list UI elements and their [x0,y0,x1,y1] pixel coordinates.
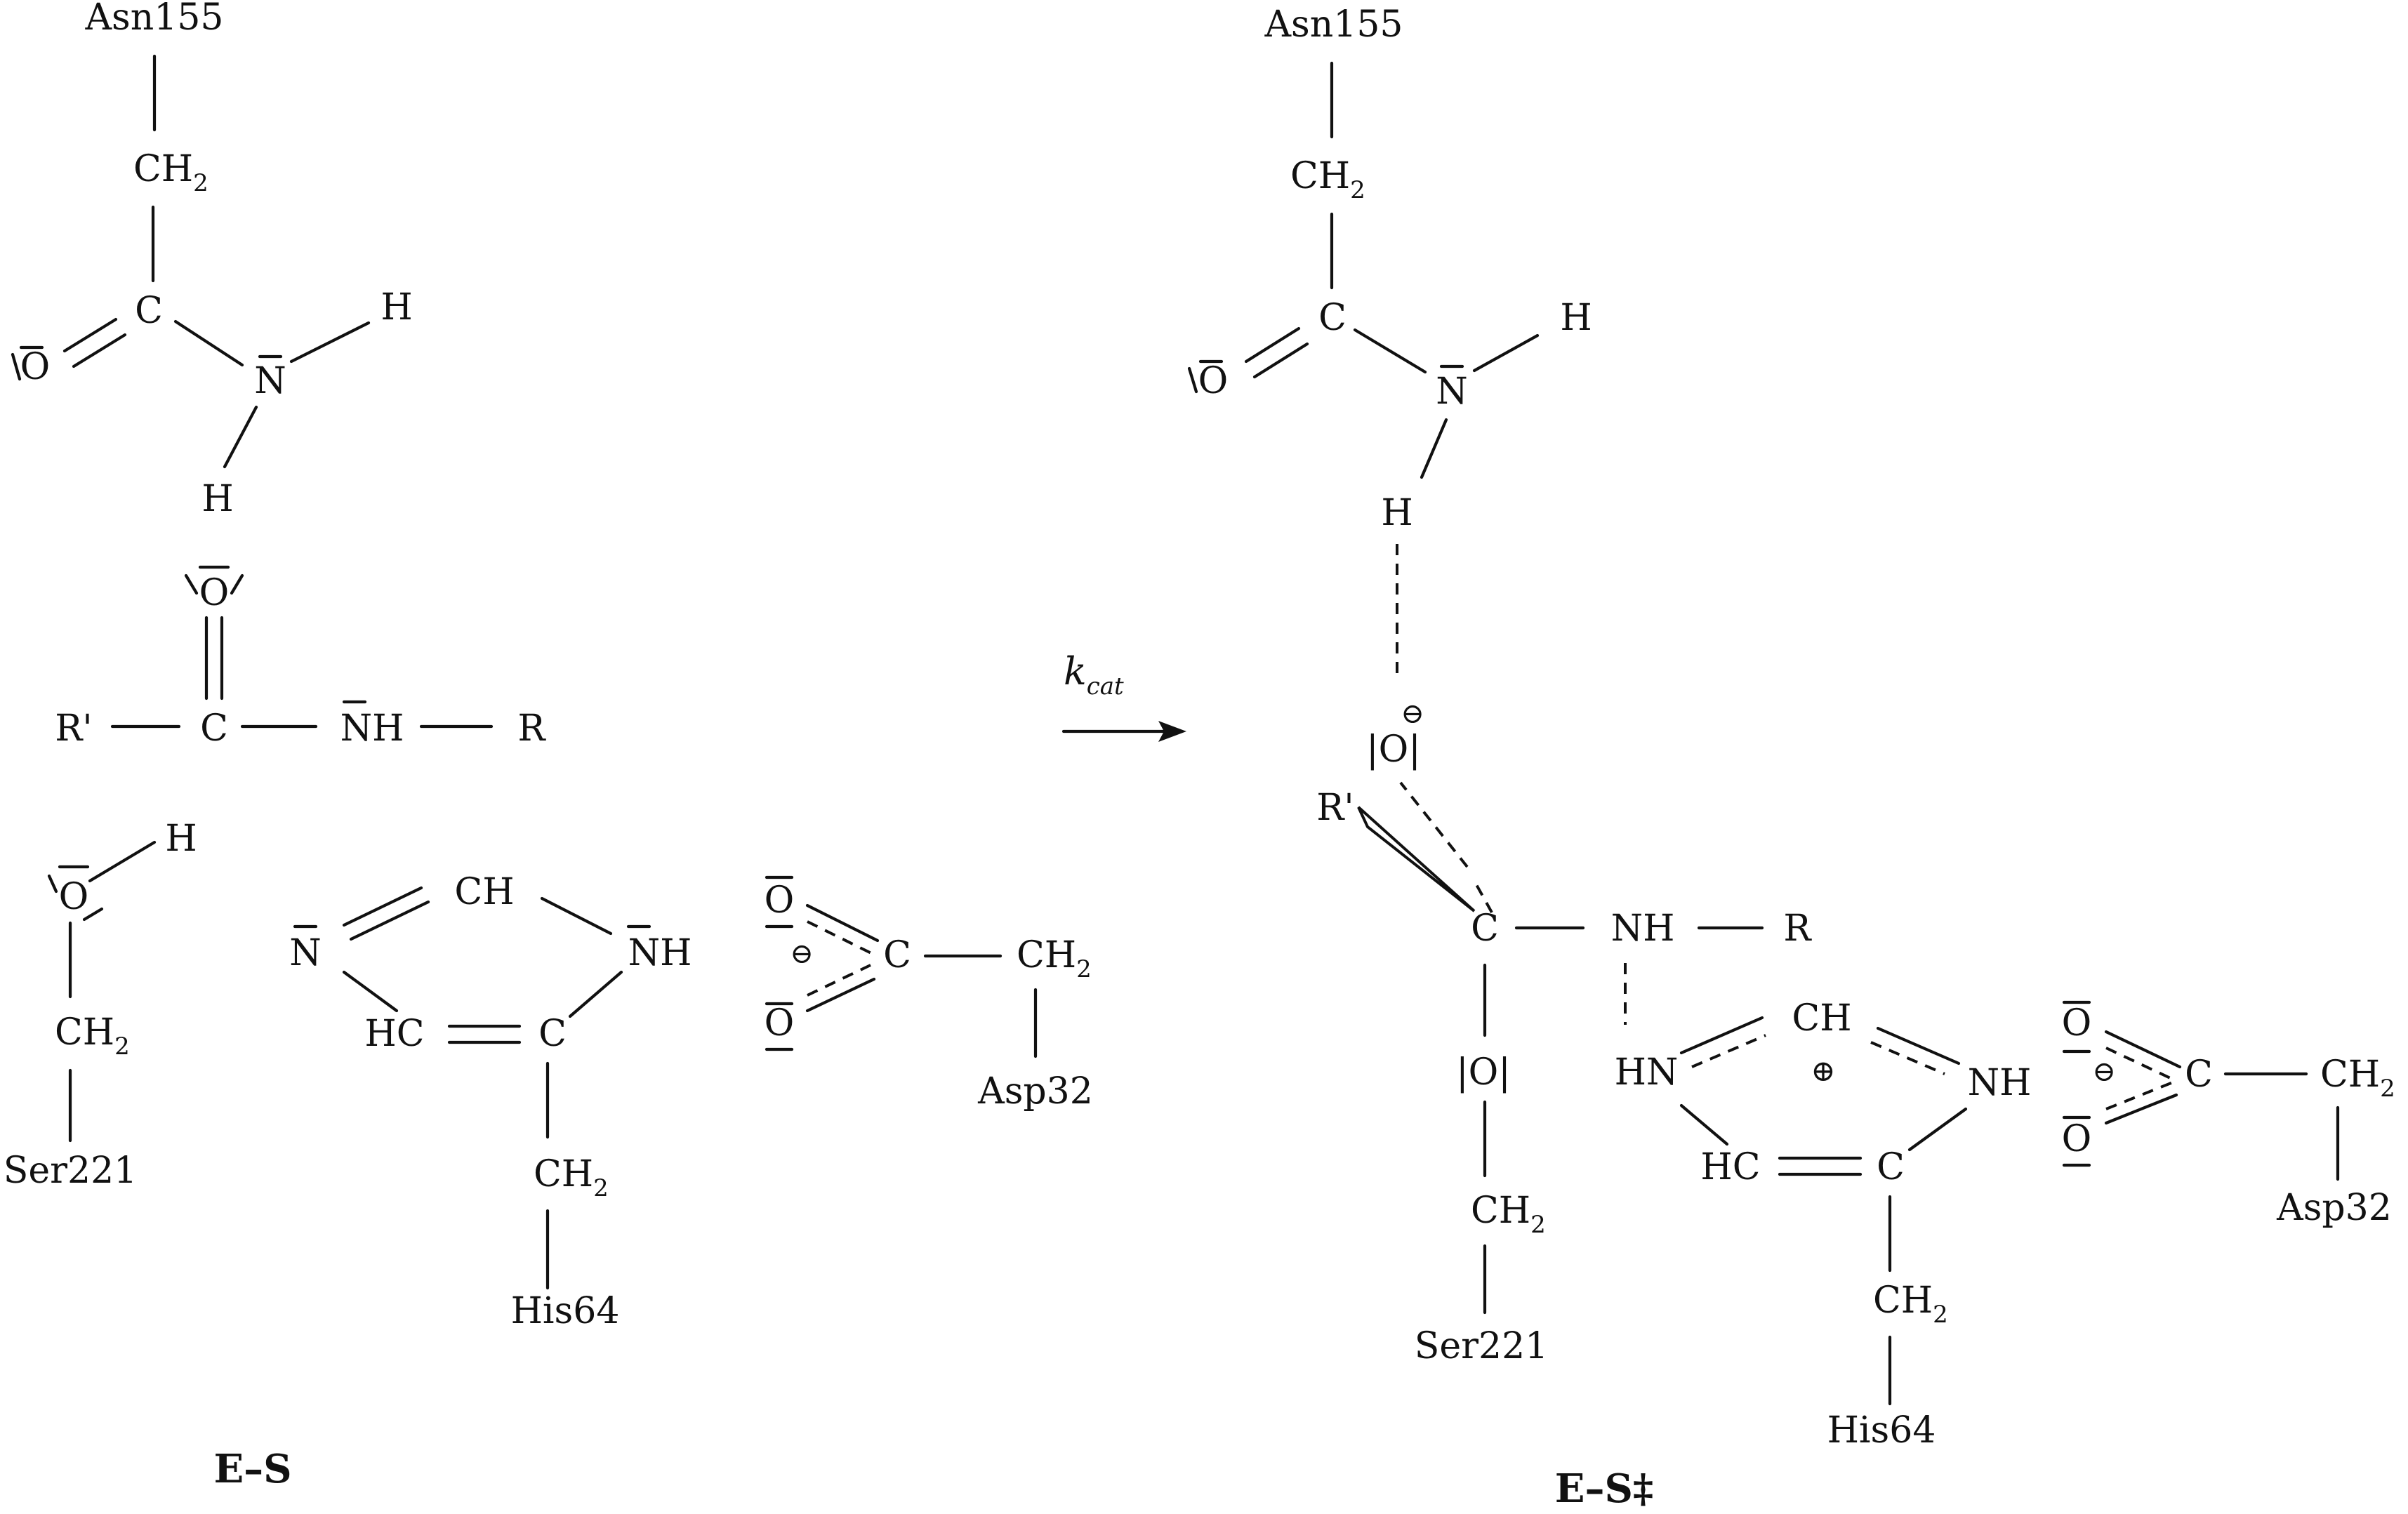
ts-ser-ch2: CH2 [1471,1190,1546,1239]
asn155-label: Asn155 [85,0,224,39]
ts-ser-oxygen: |O| [1456,1051,1511,1094]
ts-asp-minus: ⊖ [2092,1056,2116,1088]
his-c: C [538,1013,567,1055]
asp-minus-charge: ⊖ [790,938,814,970]
asn-h-right: H [381,286,412,328]
ts-wedge-bond [1357,806,1476,912]
es-caption: E–S [213,1446,291,1492]
ts-r: R [1783,908,1812,950]
asp-o-bottom: O [765,1002,795,1044]
ts-his-nh: NH [1968,1062,2032,1104]
substrate-nh: NH [340,708,404,750]
substrate-r-prime: R' [55,708,92,750]
ts-r-prime: R' [1316,787,1354,829]
asn-carbonyl-c: C [135,290,163,332]
ts-asn-ch2: CH2 [1290,155,1365,204]
ts-asp-o-bottom: O [2062,1118,2092,1160]
his64-label: His64 [511,1290,620,1332]
his-nh-right: NH [628,932,692,974]
kcat-label: kcat [1064,649,1124,700]
ts-carbon: C [1471,908,1499,950]
ts-asp-carboxyl-c: C [2185,1054,2213,1096]
ts-his64-label: His64 [1827,1409,1936,1452]
ts-asn-oxygen: O [1198,360,1229,402]
substrate-oxygen: O [199,572,230,614]
ts-asn155-label: Asn155 [1264,4,1403,46]
ts-oxyanion-minus: ⊖ [1401,698,1424,730]
ts-asn-nitrogen: N [1436,371,1468,413]
ser-oxygen: O [59,876,89,918]
his-hc: HC [364,1013,424,1055]
asn-h-down: H [201,478,233,520]
ts-his-plus: ⊕ [1811,1054,1835,1088]
ts-caption: E–S‡ [1555,1466,1653,1512]
reaction-arrow: kcat [1061,649,1186,742]
his-n-left: N [289,932,322,974]
substrate-r: R [517,708,546,750]
ts-ser221-label: Ser221 [1415,1325,1549,1367]
asp-ch2: CH2 [1017,934,1092,983]
ts-asp-o-top: O [2062,1002,2092,1044]
ser-ch2: CH2 [55,1011,130,1061]
ts-nh: NH [1611,908,1675,950]
ts-oxyanion: |O| [1366,729,1421,771]
es-complex: Asn155 CH2 C O N H H O R' C NH R O [4,0,1093,1492]
ts-his-hn: HN [1615,1051,1679,1094]
his-ch-top: CH [454,871,514,913]
asp32-label: Asp32 [977,1070,1093,1113]
asn-oxygen: O [20,346,51,388]
ser-hydrogen: H [165,818,197,860]
ts-his-ch2: CH2 [1873,1280,1948,1329]
ts-his-ch: CH [1792,997,1851,1040]
ts-asn-carbonyl-c: C [1318,297,1347,339]
ts-asp32-label: Asp32 [2276,1187,2392,1229]
substrate-carbon: C [200,708,228,750]
ser221-label: Ser221 [4,1150,138,1192]
ts-asn-h-right: H [1560,297,1592,339]
ts-his-c: C [1877,1146,1905,1188]
asn-nitrogen: N [254,360,286,402]
asn-ch2: CH2 [133,148,209,197]
transition-state: Asn155 CH2 C O N H H ⊖ |O| R' C NH R |O| [1187,4,2395,1512]
ts-asn-h-down: H [1381,492,1413,534]
asp-carboxyl-c: C [883,934,911,976]
ts-his-hc: HC [1700,1146,1760,1188]
asp-o-top: O [765,879,795,922]
his-ch2: CH2 [534,1153,609,1202]
ts-asp-ch2: CH2 [2320,1054,2395,1103]
